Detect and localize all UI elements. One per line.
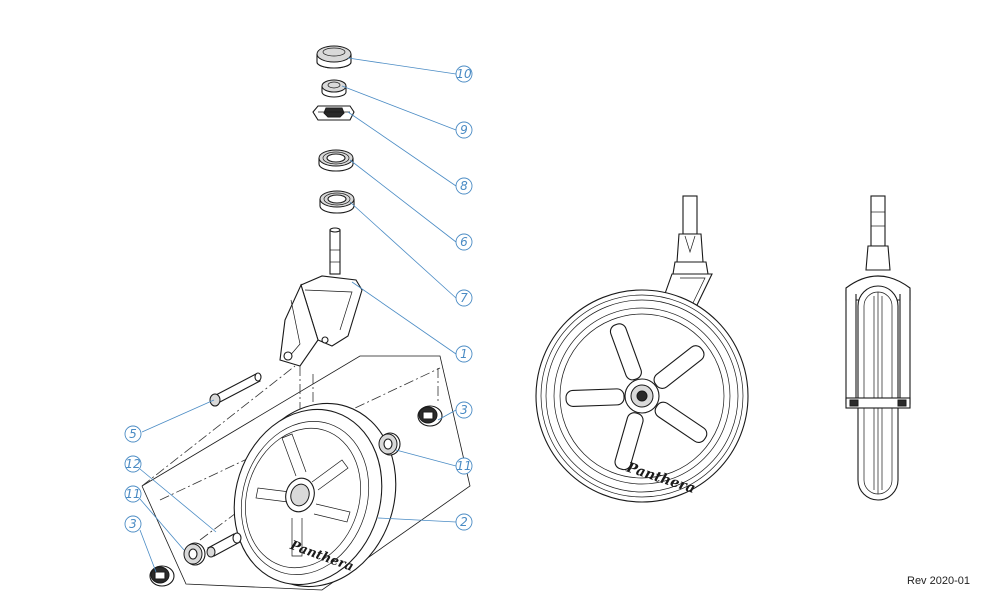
part-cap [316, 45, 352, 69]
callout-9: 9 [455, 121, 473, 139]
callout-12: 12 [124, 455, 142, 473]
callout-7: 7 [455, 289, 473, 307]
part-bearing-lower [319, 190, 355, 214]
part-nut [321, 79, 347, 98]
part-spacer-pin [206, 532, 242, 558]
svg-text:8: 8 [460, 179, 468, 193]
part-axle-bolt [209, 372, 262, 407]
part-wheel-bearing-lower [183, 542, 206, 566]
svg-text:6: 6 [460, 235, 468, 249]
svg-text:3: 3 [129, 517, 137, 531]
svg-text:1: 1 [460, 347, 468, 361]
svg-text:12: 12 [125, 457, 140, 471]
callout-8: 8 [455, 177, 473, 195]
svg-text:7: 7 [460, 291, 468, 305]
svg-text:10: 10 [456, 67, 472, 81]
exploded-view: Panthera [124, 45, 473, 591]
part-wheel-exploded: Panthera [233, 402, 397, 588]
callout-1: 1 [455, 345, 473, 363]
svg-text:9: 9 [460, 123, 468, 137]
svg-text:11: 11 [125, 487, 140, 501]
callout-6: 6 [455, 233, 473, 251]
part-fork [279, 227, 363, 367]
part-wheel-bearing-upper [378, 432, 401, 456]
callout-10: 10 [455, 65, 473, 83]
part-end-cap-upper [417, 405, 443, 427]
assembly-guides [141, 355, 471, 591]
callout-2: 2 [455, 513, 473, 531]
callout-5: 5 [124, 425, 142, 443]
part-lock-clip [312, 105, 355, 121]
callout-11-lower: 11 [124, 485, 142, 503]
callout-leaders [139, 57, 457, 573]
callout-3-upper: 3 [455, 401, 473, 419]
svg-text:5: 5 [129, 427, 137, 441]
svg-text:3: 3 [460, 403, 468, 417]
svg-text:2: 2 [460, 515, 468, 529]
part-end-cap-lower [149, 565, 175, 587]
svg-text:11: 11 [456, 459, 471, 473]
part-bearing-upper [318, 149, 354, 172]
revision-label: Rev 2020-01 [907, 575, 970, 587]
side-view-assembled: Panthera [535, 195, 749, 503]
callout-3-lower: 3 [124, 515, 142, 533]
front-view-assembled [845, 195, 911, 501]
callout-11-upper: 11 [455, 457, 473, 475]
